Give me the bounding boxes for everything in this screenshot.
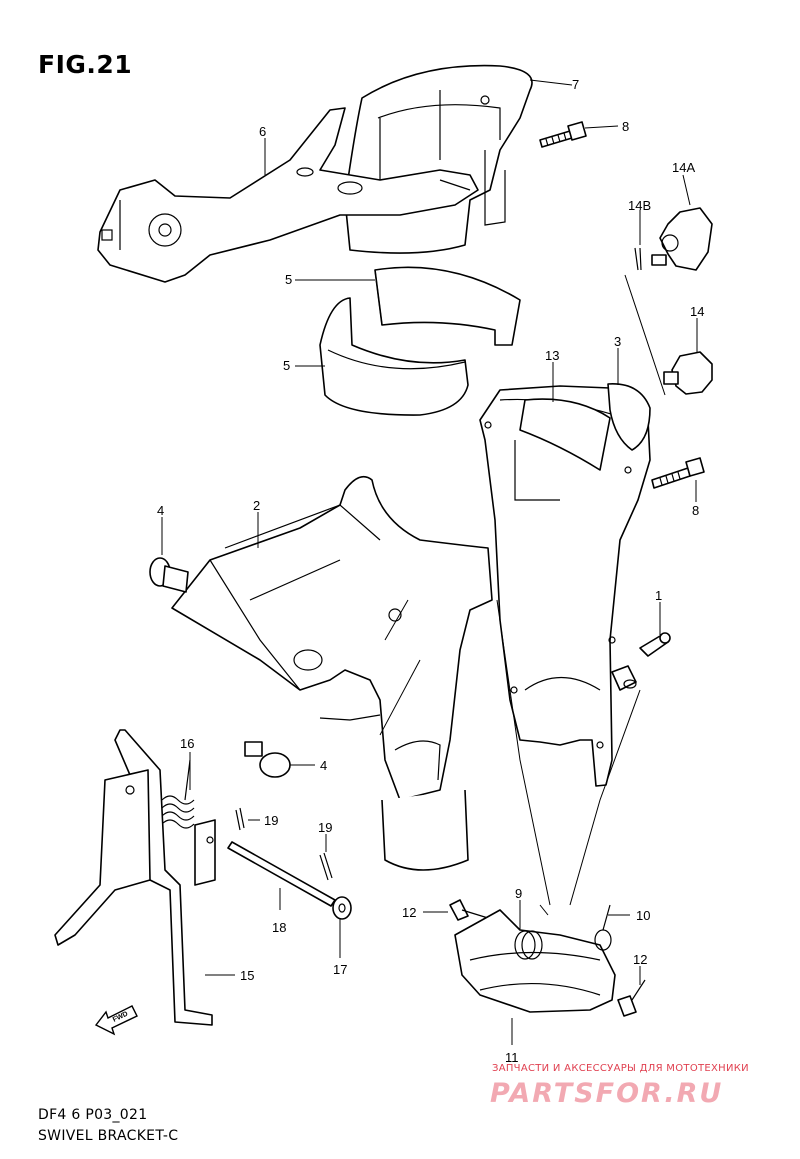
callout-7: 7 — [572, 77, 579, 92]
callout-19-right: 19 — [318, 820, 332, 835]
callout-14A: 14A — [672, 160, 695, 175]
watermark-logo: PARTSFOR.RU — [490, 1078, 724, 1109]
callout-12-lower: 12 — [633, 952, 647, 967]
part-7-upper-collar[interactable] — [344, 64, 533, 254]
callout-labels: 7 8 6 14A 14B 5 5 14 13 3 8 4 2 1 16 4 1… — [157, 77, 704, 1065]
figure-code: DF4 6 P03_021 — [38, 1107, 148, 1123]
part-19-cotter-pin-right[interactable] — [319, 852, 333, 881]
part-4-pivot-bolt-upper[interactable] — [149, 557, 189, 593]
callout-3: 3 — [614, 334, 621, 349]
part-11-tilt-stopper[interactable] — [454, 909, 616, 1013]
callout-19-left: 19 — [264, 813, 278, 828]
part-5-bushing-upper[interactable] — [374, 266, 521, 346]
callout-4-lower: 4 — [320, 758, 327, 773]
part-15-tilt-lever[interactable] — [54, 729, 216, 1026]
part-9-stopper-spring[interactable] — [514, 930, 543, 960]
callout-4-upper: 4 — [157, 503, 164, 518]
watermark-tagline: ЗАПЧАСТИ И АКСЕССУАРЫ ДЛЯ МОТОТЕХНИКИ — [492, 1063, 749, 1074]
grease-nipple-fitting[interactable] — [611, 665, 637, 691]
part-5-bushing-lower[interactable] — [319, 297, 469, 416]
part-13-thrust-liner[interactable] — [519, 398, 611, 471]
callout-8-upper: 8 — [622, 119, 629, 134]
callout-8-lower: 8 — [692, 503, 699, 518]
forward-direction-marker: FWD — [94, 1005, 138, 1036]
part-2-stern-bracket[interactable] — [171, 475, 493, 801]
callout-17: 17 — [333, 962, 347, 977]
part-14B-cotter-pin[interactable] — [634, 247, 642, 271]
callout-10: 10 — [636, 908, 650, 923]
leader-lines — [161, 79, 698, 1045]
part-8-bolt-lower[interactable] — [651, 457, 705, 489]
callout-6: 6 — [259, 124, 266, 139]
part-3-pivot-hub[interactable] — [607, 383, 651, 451]
part-8-bolt-upper[interactable] — [539, 121, 587, 148]
callout-15: 15 — [240, 968, 254, 983]
callout-14: 14 — [690, 304, 704, 319]
callout-1: 1 — [655, 588, 662, 603]
part-16-tilt-spring[interactable] — [161, 759, 195, 829]
callout-2: 2 — [253, 498, 260, 513]
part-19-cotter-pin-left[interactable] — [235, 807, 245, 831]
callout-11: 11 — [505, 1050, 519, 1065]
callout-14B: 14B — [628, 198, 651, 213]
callout-18: 18 — [272, 920, 286, 935]
callout-12-upper: 12 — [402, 905, 416, 920]
callout-9: 9 — [515, 886, 522, 901]
part-17-washer[interactable] — [332, 896, 352, 920]
callout-13: 13 — [545, 348, 559, 363]
part-12-bolt-upper[interactable] — [449, 899, 489, 921]
part-10-return-spring[interactable] — [594, 904, 612, 951]
part-6-steering-bracket[interactable] — [97, 107, 479, 283]
figure-name: SWIVEL BRACKET-C — [38, 1128, 179, 1144]
part-12-bolt-lower[interactable] — [617, 979, 646, 1017]
callout-5-upper: 5 — [285, 272, 292, 287]
part-18-tilt-shaft[interactable] — [227, 841, 336, 907]
part-14-tilt-knob[interactable] — [663, 351, 713, 395]
figure-title: FIG.21 — [38, 50, 133, 79]
part-1-grease-nipple[interactable] — [639, 632, 671, 657]
callout-5-lower: 5 — [283, 358, 290, 373]
callout-16: 16 — [180, 736, 194, 751]
part-4-pivot-bolt-lower[interactable] — [244, 741, 291, 778]
part-2-lower-tube[interactable] — [381, 789, 469, 871]
part-14A-tilt-knob[interactable] — [651, 207, 713, 271]
